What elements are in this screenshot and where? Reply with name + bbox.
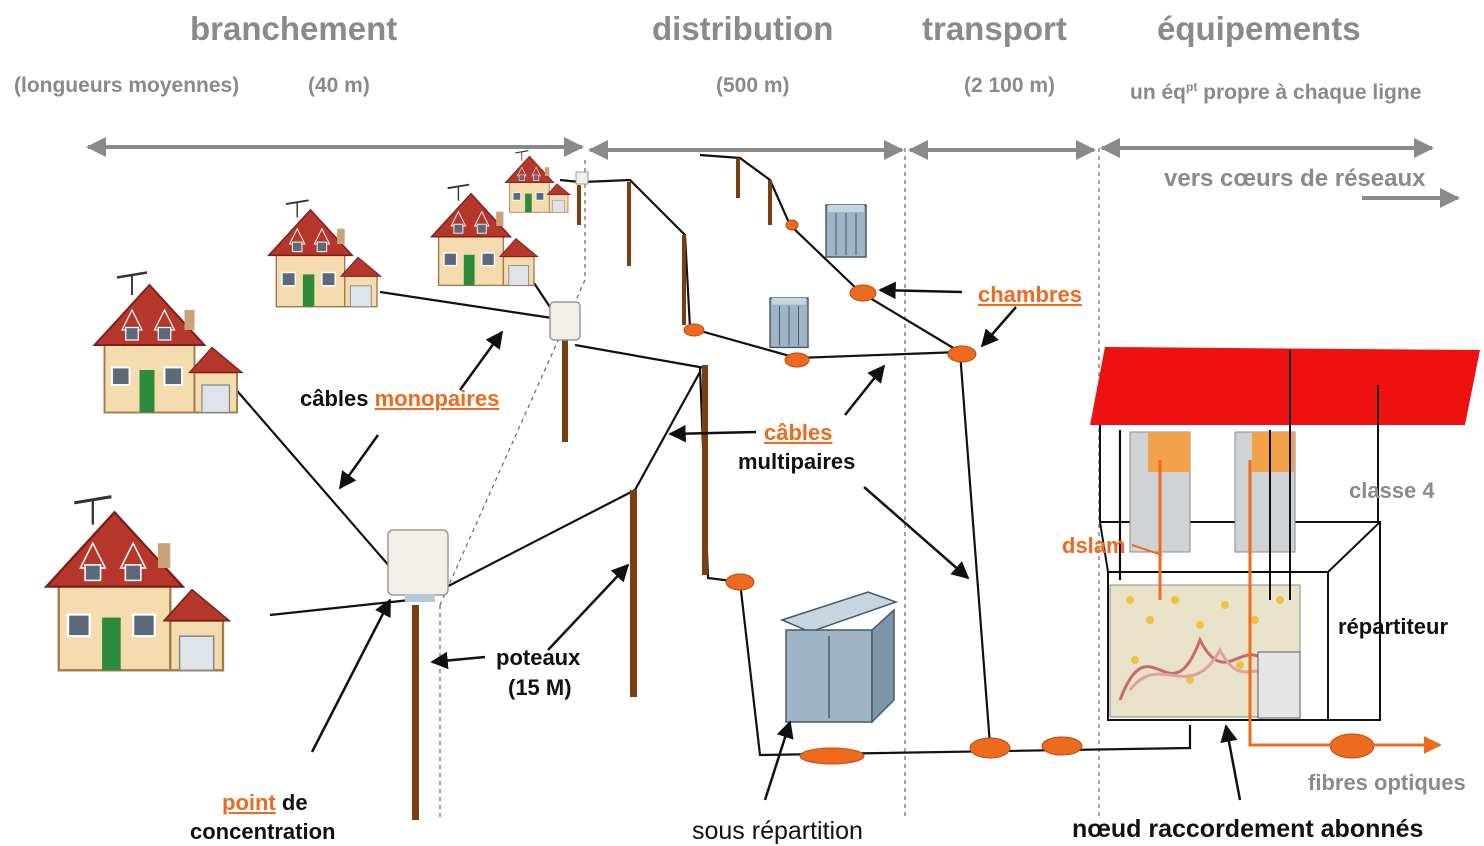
label-noeud-raccordement: nœud raccordement abonnés <box>1072 815 1424 843</box>
chamber-icon <box>947 345 977 363</box>
label-point-de: point de <box>222 790 308 815</box>
label-classe4: classe 4 <box>1349 478 1435 503</box>
chamber-icon <box>849 284 877 302</box>
label-poteaux: poteaux <box>496 645 581 670</box>
junction-box-icon <box>575 171 589 185</box>
cabinet-icon <box>825 204 867 258</box>
label-vers-coeurs: vers cœurs de réseaux <box>1164 165 1426 192</box>
house-icon <box>44 495 231 672</box>
house-icon <box>504 150 571 213</box>
chamber-icon <box>969 737 1011 759</box>
chamber-icon <box>725 573 755 591</box>
dslam-link <box>1131 544 1163 556</box>
label-concentration: concentration <box>190 819 336 844</box>
label-dslam: dslam <box>1062 533 1126 558</box>
chamber-icon <box>683 323 705 337</box>
label-multipaires: multipaires <box>738 449 856 474</box>
header-equipements: équipements <box>1157 10 1361 47</box>
chamber-icon <box>799 747 865 765</box>
chamber-icon <box>785 219 799 231</box>
poles <box>412 158 772 820</box>
house-icon <box>267 199 382 308</box>
subheader-equipements: un éqpt propre à chaque ligne <box>1130 80 1422 104</box>
subheader-longueurs: (longueurs moyennes) <box>14 74 240 97</box>
junction-box-icon <box>387 529 449 602</box>
subheader-transport-length: (2 100 m) <box>964 74 1056 97</box>
pointer-arrows <box>310 281 1242 801</box>
label-poteaux-height: (15 M) <box>508 675 572 700</box>
junction-box-icon <box>549 301 581 341</box>
chamber-icon <box>784 352 810 368</box>
header-branchement: branchement <box>190 10 398 47</box>
house-icon <box>93 271 244 414</box>
label-cables-monopaires: câbles monopaires <box>300 386 500 411</box>
label-repartiteur: répartiteur <box>1338 614 1449 639</box>
label-chambres: chambres <box>978 282 1082 307</box>
label-sous-repartition: sous répartition <box>692 817 863 845</box>
subheader-branchement-length: (40 m) <box>308 74 370 97</box>
header-distribution: distribution <box>652 10 834 47</box>
chamber-icon <box>1041 736 1083 756</box>
cabinet-icon <box>769 297 809 349</box>
central-office-icon <box>1090 347 1480 754</box>
header-transport: transport <box>922 10 1067 47</box>
label-cables-multi: câbles <box>764 420 833 445</box>
label-fibres-optiques: fibres optiques <box>1308 770 1466 795</box>
sous-repartition-cabinet-icon <box>779 591 899 724</box>
subheader-distribution-length: (500 m) <box>716 74 790 97</box>
cables <box>231 153 1192 757</box>
